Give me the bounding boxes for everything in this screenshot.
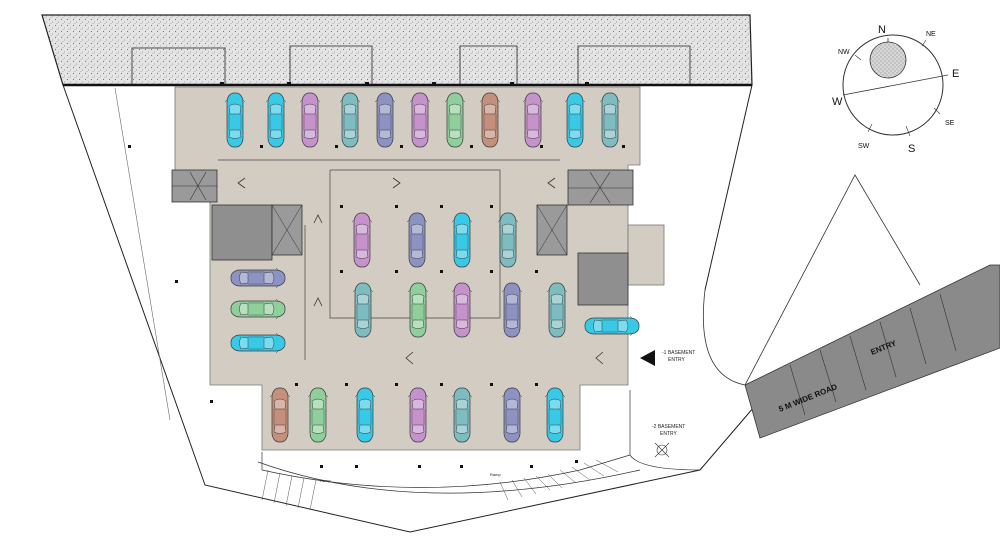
service-room-right: [577, 252, 629, 306]
parked-car-top-1: [224, 92, 246, 148]
parked-car-bottom-3: [354, 387, 376, 443]
parked-car-top-4: [339, 92, 361, 148]
compass-se: SE: [945, 120, 955, 127]
compass-nw: NW: [838, 49, 850, 56]
parked-car-top-5: [374, 92, 396, 148]
basement2-entry-label: -2 BASEMENT: [652, 424, 685, 430]
compass-n: N: [878, 24, 886, 36]
parked-car-center-bottom-1: [352, 282, 374, 338]
parked-car-bottom-4: [407, 387, 429, 443]
traffic-arrows: [237, 177, 604, 365]
basement2-entry-marker: [654, 442, 670, 458]
parked-car-bottom-5: [451, 387, 473, 443]
plot-boundary: [62, 84, 761, 533]
lift-core-left: [211, 204, 273, 261]
parked-car-bottom-6: [501, 387, 523, 443]
compass-sw: SW: [858, 143, 870, 150]
parked-car-top-2: [265, 92, 287, 148]
parked-car-top-11: [599, 92, 621, 148]
ramp-curve-right: [629, 390, 701, 471]
ramp-hatch: [261, 459, 619, 511]
compass-e: E: [952, 68, 959, 80]
parked-car-bottom-1: [269, 387, 291, 443]
parked-car-top-9: [522, 92, 544, 148]
parked-car-center-bottom-2: [407, 282, 429, 338]
parked-car-center-bottom-4: [501, 282, 523, 338]
road-band: [744, 264, 1000, 439]
ramp-label-right: Ramp: [490, 472, 501, 477]
parked-car-left-2: [230, 298, 286, 320]
parked-car-right-1: [584, 315, 640, 337]
parked-car-center-bottom-5: [546, 282, 568, 338]
compass-ne: NE: [926, 31, 936, 38]
inner-boundary: [114, 87, 171, 421]
parked-car-left-3: [230, 332, 286, 354]
stair-core-right: [567, 169, 634, 206]
top-wall-outline: [131, 45, 691, 85]
parked-car-top-3: [299, 92, 321, 148]
parked-car-bottom-7: [544, 387, 566, 443]
parked-car-center-top-1: [351, 212, 373, 268]
road-marks: [789, 293, 957, 416]
parked-car-top-6: [409, 92, 431, 148]
site-boundary-hatch: [41, 14, 753, 86]
parked-car-center-top-2: [406, 212, 428, 268]
ramp-label-left: Ramp: [320, 478, 331, 483]
parked-car-top-7: [444, 92, 466, 148]
parked-car-center-top-3: [451, 212, 473, 268]
parked-car-center-bottom-3: [451, 282, 473, 338]
basement1-entry-arrow: [640, 350, 655, 366]
compass-rose: [842, 34, 949, 137]
parked-car-bottom-2: [307, 387, 329, 443]
basement1-entry-label: -1 BASEMENT: [662, 350, 695, 356]
parked-car-center-top-4: [497, 212, 519, 268]
right-annex: [627, 224, 665, 286]
basement1-entry-label-2: ENTRY: [668, 357, 686, 363]
structural-columns: [128, 82, 625, 468]
compass-w: W: [832, 96, 843, 108]
parked-car-left-1: [230, 267, 286, 289]
compass-s: S: [908, 143, 915, 155]
ramp-strip: [257, 452, 641, 494]
parked-car-top-8: [479, 92, 501, 148]
basement2-entry-label-2: ENTRY: [660, 431, 678, 437]
parked-car-top-10: [564, 92, 586, 148]
